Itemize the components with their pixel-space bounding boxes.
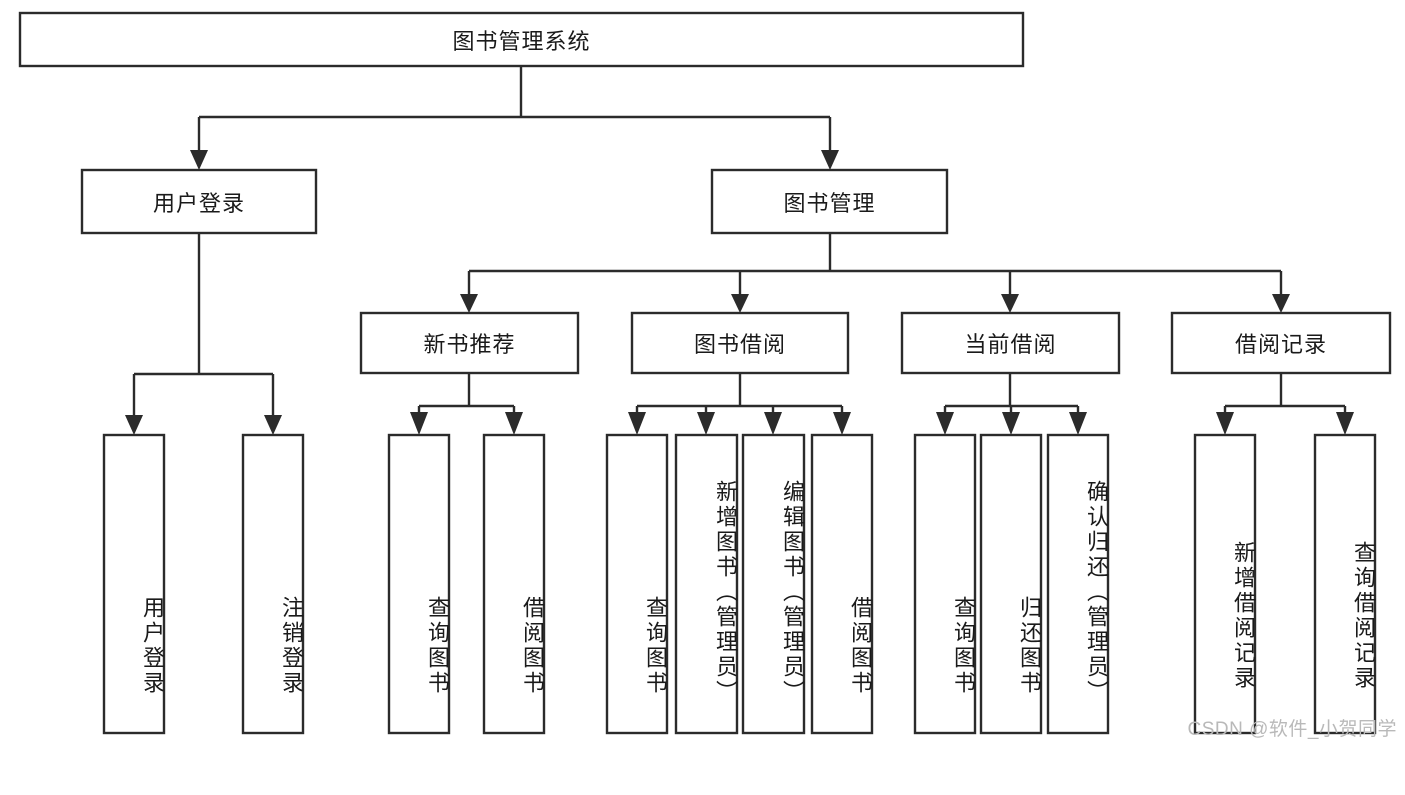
leaf-box-book-borrow-0[interactable] <box>605 433 669 735</box>
node-book-borrow-box[interactable] <box>630 311 850 375</box>
connector-group-root <box>190 66 839 170</box>
connector-group-book-borrow-leaves <box>628 373 851 435</box>
arrowhead-book-borrow <box>731 294 749 313</box>
node-user-login-box[interactable] <box>80 168 318 235</box>
node-current-borrow-box[interactable] <box>900 311 1121 375</box>
arrowhead-currentborrow-leaf1 <box>936 412 954 435</box>
connector-group-book-mgmt <box>460 233 1290 313</box>
arrowhead-userlogin-leaf2 <box>264 415 282 435</box>
arrowhead-userlogin-leaf1 <box>125 415 143 435</box>
node-borrow-record-box[interactable] <box>1170 311 1392 375</box>
arrowhead-book-mgmt <box>821 150 839 170</box>
arrowhead-bookborrow-leaf4 <box>833 412 851 435</box>
leaf-box-current-borrow-1[interactable] <box>979 433 1043 735</box>
arrowhead-new-book <box>460 294 478 313</box>
connector-group-user-login-leaves <box>125 233 282 435</box>
arrowhead-currentborrow-leaf3 <box>1069 412 1087 435</box>
arrowhead-bookborrow-leaf2 <box>697 412 715 435</box>
functional-structure-diagram: 图书管理系统 用户登录 图书管理 新书推荐 图书借阅 当前借阅 借阅记录 用户登… <box>18 11 1397 740</box>
leaf-box-book-borrow-1[interactable] <box>674 433 739 735</box>
leaf-box-new-book-1[interactable] <box>482 433 546 735</box>
leaf-box-user-login-0[interactable] <box>102 433 166 735</box>
leaf-box-new-book-0[interactable] <box>387 433 451 735</box>
leaf-box-current-borrow-0[interactable] <box>913 433 977 735</box>
tree-svg <box>18 11 1392 735</box>
leaf-box-borrow-record-0[interactable] <box>1193 433 1257 735</box>
arrowhead-borrowrecord-leaf1 <box>1216 412 1234 435</box>
connector-group-borrow-record-leaves <box>1216 373 1354 435</box>
leaf-box-book-borrow-3[interactable] <box>810 433 874 735</box>
arrowhead-newbook-leaf2 <box>505 412 523 435</box>
arrowhead-currentborrow-leaf2 <box>1002 412 1020 435</box>
arrowhead-borrowrecord-leaf2 <box>1336 412 1354 435</box>
leaf-box-current-borrow-2[interactable] <box>1046 433 1110 735</box>
node-new-book-box[interactable] <box>359 311 580 375</box>
arrowhead-user-login <box>190 150 208 170</box>
leaf-box-user-login-1[interactable] <box>241 433 305 735</box>
node-root-box[interactable] <box>18 11 1025 68</box>
arrowhead-bookborrow-leaf1 <box>628 412 646 435</box>
arrowhead-current-borrow <box>1001 294 1019 313</box>
node-book-mgmt-box[interactable] <box>710 168 949 235</box>
arrowhead-borrow-record <box>1272 294 1290 313</box>
connector-group-current-borrow-leaves <box>936 373 1087 435</box>
leaf-box-book-borrow-2[interactable] <box>741 433 806 735</box>
leaf-box-borrow-record-1[interactable] <box>1313 433 1377 735</box>
connector-group-new-book-leaves <box>410 373 523 435</box>
arrowhead-newbook-leaf1 <box>410 412 428 435</box>
arrowhead-bookborrow-leaf3 <box>764 412 782 435</box>
